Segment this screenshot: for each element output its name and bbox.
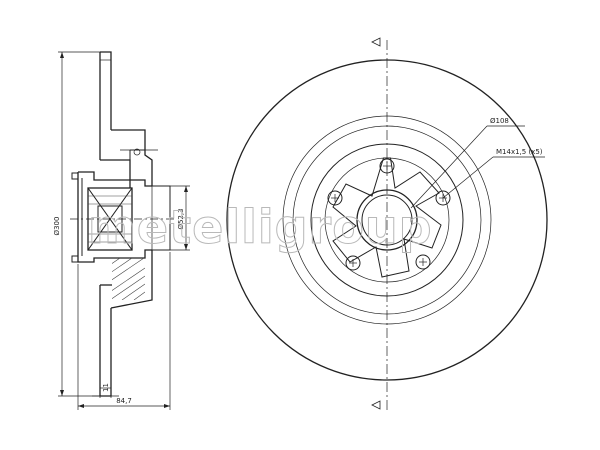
thread-label: M14x1,5 (x5) <box>496 148 543 156</box>
outer-diameter-label: Ø300 <box>53 217 61 236</box>
pcd-label: Ø108 <box>490 117 509 125</box>
hub-body <box>71 171 171 263</box>
watermark-logo: metelligroup <box>88 200 433 254</box>
center-bore-outer <box>356 189 418 251</box>
side-section-view <box>58 51 190 410</box>
width-label: 84,7 <box>116 397 132 405</box>
bolt-hole <box>327 190 343 206</box>
hub-upper-profile <box>100 129 158 188</box>
width-dimension <box>77 252 171 410</box>
hub-diameter-dimension <box>170 185 190 251</box>
hub-flange-star <box>332 157 442 278</box>
thickness-dimension <box>92 395 119 398</box>
leader-lines <box>410 125 545 209</box>
hat-outer-ring <box>292 125 482 315</box>
outer-diameter-dimension <box>58 51 102 397</box>
hat-ring <box>310 143 464 297</box>
center-bore-inner <box>361 194 413 246</box>
friction-ring-inner-edge <box>282 115 492 325</box>
front-view <box>226 37 548 412</box>
thickness-label: 11 <box>102 383 110 392</box>
hub-lower-profile <box>100 250 153 309</box>
bolt-hole <box>415 254 431 270</box>
bolt-hole <box>345 255 361 271</box>
bolt-holes <box>327 158 451 271</box>
flange-hatching <box>94 258 145 300</box>
bolt-hole <box>379 158 395 174</box>
bolt-hole <box>435 190 451 206</box>
disc-outer-edge <box>226 59 548 381</box>
hub-diameter-label: Ø52,3 <box>177 208 185 229</box>
